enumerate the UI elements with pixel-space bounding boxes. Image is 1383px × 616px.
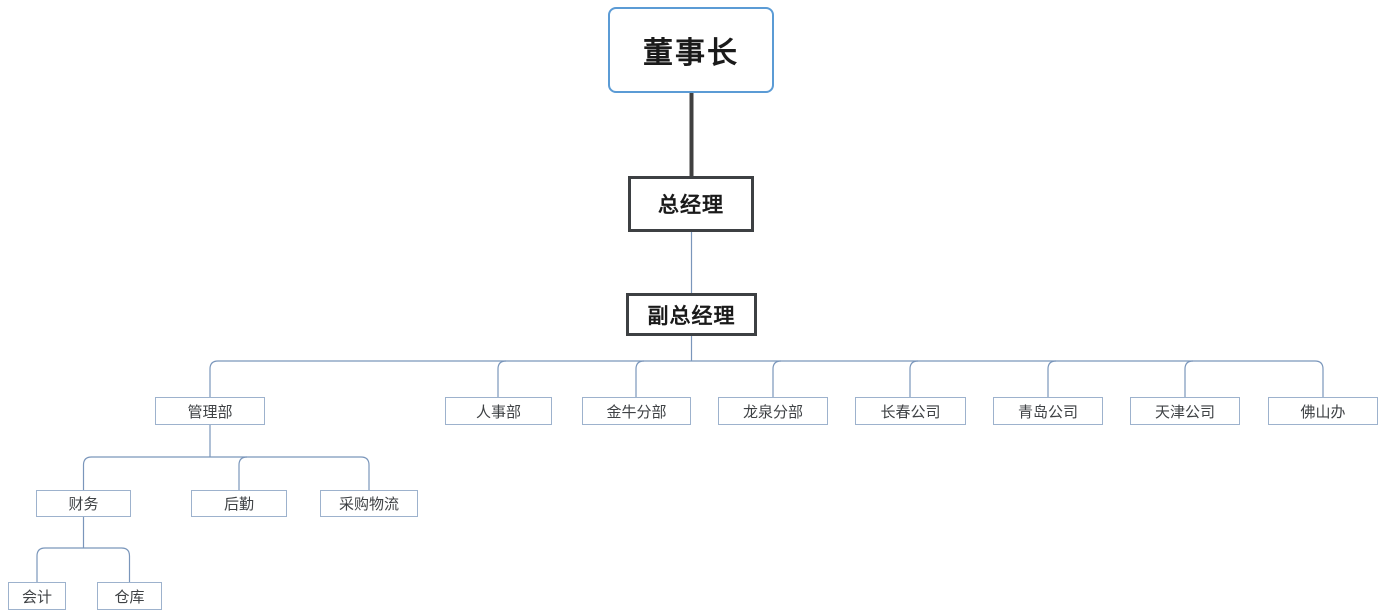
node-longquan-branch[interactable]: 龙泉分部 xyxy=(718,397,828,425)
node-logistics[interactable]: 后勤 xyxy=(191,490,287,517)
connector-drop-jinniu xyxy=(635,360,645,397)
node-changchun-company[interactable]: 长春公司 xyxy=(855,397,966,425)
connector-drop-hr xyxy=(497,360,507,397)
node-hr-dept[interactable]: 人事部 xyxy=(445,397,552,425)
connector-drop-longquan xyxy=(772,360,782,397)
node-jinniu-branch[interactable]: 金牛分部 xyxy=(582,397,691,425)
node-qingdao-company[interactable]: 青岛公司 xyxy=(993,397,1103,425)
connector-drop-qingdao xyxy=(1047,360,1057,397)
connector-drop-tianjin xyxy=(1184,360,1194,397)
connector-drop-changchun xyxy=(909,360,919,397)
connector-trunk-level5 xyxy=(82,456,370,490)
node-procurement-logistics[interactable]: 采购物流 xyxy=(320,490,418,517)
connector-trunk-level6 xyxy=(36,547,131,582)
node-warehouse[interactable]: 仓库 xyxy=(97,582,162,610)
node-accounting[interactable]: 会计 xyxy=(8,582,66,610)
connector-drop-logistics xyxy=(238,456,248,490)
node-tianjin-company[interactable]: 天津公司 xyxy=(1130,397,1240,425)
node-chairman[interactable]: 董事长 xyxy=(608,7,774,93)
node-finance[interactable]: 财务 xyxy=(36,490,131,517)
node-deputy-general-manager[interactable]: 副总经理 xyxy=(626,293,757,336)
connector-trunk-level4 xyxy=(209,360,1324,397)
node-foshan-office[interactable]: 佛山办 xyxy=(1268,397,1378,425)
node-management-dept[interactable]: 管理部 xyxy=(155,397,265,425)
node-general-manager[interactable]: 总经理 xyxy=(628,176,754,232)
